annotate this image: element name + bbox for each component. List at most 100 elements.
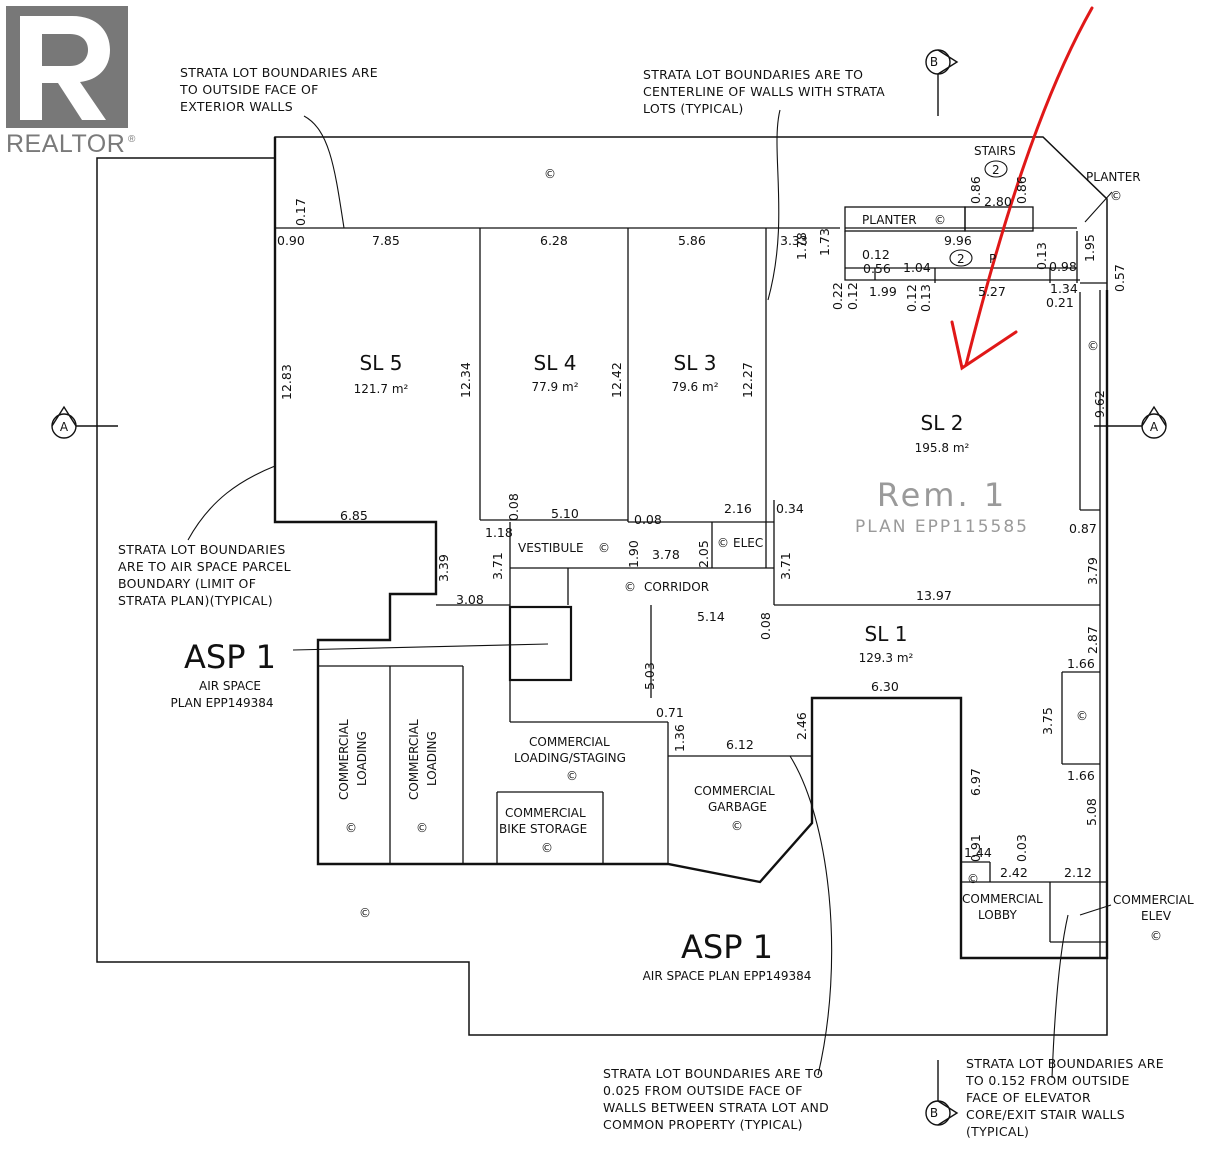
realtor-logo-text: REALTOR	[6, 130, 126, 158]
plan-label: 1.34	[1050, 281, 1078, 296]
vertical-dimension-label: 3.75	[1040, 707, 1055, 735]
plan-label: ELEC	[733, 536, 763, 550]
plan-label: 2.42	[1000, 865, 1028, 880]
plan-label: 5.27	[978, 284, 1006, 299]
plan-label: ©	[598, 541, 610, 555]
plan-line	[1051, 914, 1069, 1079]
plan-label: ASP 1	[681, 928, 773, 966]
vertical-dimension-label: 3.79	[1085, 557, 1100, 585]
vertical-dimension-label: 0.12	[904, 284, 919, 312]
plan-label: BOUNDARY (LIMIT OF	[118, 576, 256, 591]
plan-label: COMMERCIAL	[529, 735, 610, 749]
plan-label: 121.7 m²	[354, 382, 409, 396]
plan-label: ©	[566, 769, 578, 783]
plan-label: STAIRS	[974, 144, 1016, 158]
plan-label: 2	[992, 163, 1000, 177]
plan-label: CENTERLINE OF WALLS WITH STRATA	[643, 84, 885, 99]
red-annotation-arrow	[964, 6, 1094, 367]
plan-label: 0.90	[277, 233, 305, 248]
plan-line	[303, 115, 345, 229]
plan-label: 7.85	[372, 233, 400, 248]
plan-label: COMMERCIAL	[337, 719, 351, 800]
plan-label: STRATA LOT BOUNDARIES ARE	[966, 1056, 1164, 1071]
plan-label: 77.9 m²	[531, 380, 578, 394]
plan-label: A	[60, 420, 69, 434]
plan-label: ©	[934, 213, 946, 227]
plan-label: PLANTER	[1086, 170, 1141, 184]
vertical-dimension-label: 12.83	[279, 364, 294, 400]
vertical-dimension-label: 2.87	[1085, 626, 1100, 654]
plan-label: 6.85	[340, 508, 368, 523]
plan-line	[789, 755, 833, 1076]
plan-label: 6.12	[726, 737, 754, 752]
vertical-dimension-label: 0.91	[968, 834, 983, 862]
plan-label: 0.34	[776, 501, 804, 516]
vertical-dimension-label: 2.05	[696, 540, 711, 568]
vertical-dimension-label: 5.03	[642, 662, 657, 690]
vertical-dimension-label: 0.13	[1034, 242, 1049, 270]
plan-label: 129.3 m²	[859, 651, 914, 665]
plan-line	[20, 16, 110, 120]
plan-label: PLAN EPP149384	[170, 696, 273, 710]
plan-label: ARE TO AIR SPACE PARCEL	[118, 559, 291, 574]
plan-label: 13.97	[916, 588, 952, 603]
plan-label: ©	[624, 580, 636, 594]
vertical-dimension-label: 1.90	[626, 540, 641, 568]
vertical-dimension-label: 2.46	[794, 712, 809, 740]
plan-line	[949, 249, 973, 267]
plan-label: 1.18	[485, 525, 513, 540]
plan-label: 79.6 m²	[671, 380, 718, 394]
plan-label: COMMERCIAL	[962, 892, 1043, 906]
plan-label: B	[930, 55, 938, 69]
vertical-dimension-label: 0.03	[1014, 834, 1029, 862]
building-outline	[273, 137, 1109, 960]
plan-line	[292, 643, 549, 651]
plan-label: 195.8 m²	[915, 441, 970, 455]
vertical-dimension-label: 0.13	[918, 284, 933, 312]
plan-label: LOADING	[355, 731, 369, 786]
plan-label: STRATA LOT BOUNDARIES ARE	[180, 65, 378, 80]
plan-label: 0.87	[1069, 521, 1097, 536]
plan-label: TO 0.152 FROM OUTSIDE	[965, 1073, 1130, 1088]
plan-label: 2.16	[724, 501, 752, 516]
plan-label: ©	[1087, 339, 1099, 353]
plan-label: ©	[1150, 929, 1162, 943]
plan-label: (TYPICAL)	[966, 1124, 1029, 1139]
plan-label: COMMERCIAL	[1113, 893, 1194, 907]
plan-label: CORE/EXIT STAIR WALLS	[966, 1107, 1125, 1122]
plan-label: ©	[544, 167, 556, 181]
plan-label: TO OUTSIDE FACE OF	[179, 82, 319, 97]
plan-label: Rem. 1	[877, 476, 1007, 514]
plan-label: VESTIBULE	[518, 541, 584, 555]
plan-label: 6.30	[871, 679, 899, 694]
plan-label: 3.78	[652, 547, 680, 562]
plan-line	[51, 405, 77, 427]
plan-label: 3.08	[456, 592, 484, 607]
plan-label: 1.04	[903, 260, 931, 275]
plan-label: PLAN EPP115585	[855, 517, 1029, 537]
plan-label: P	[989, 252, 996, 266]
vertical-dimension-label: 3.39	[436, 554, 451, 582]
plan-label: SL 2	[921, 411, 964, 435]
plan-label: A	[1150, 420, 1159, 434]
plan-label: SL 5	[360, 351, 403, 375]
asp-1-shaft	[508, 605, 573, 682]
plan-label: 1.66	[1067, 656, 1095, 671]
plan-label: SL 3	[674, 351, 717, 375]
plan-label: ©	[967, 872, 979, 886]
plan-line	[187, 465, 276, 541]
vertical-dimension-label: 0.17	[293, 198, 308, 226]
vertical-dimension-label: 0.86	[968, 176, 983, 204]
plan-label: 0.21	[1046, 295, 1074, 310]
plan-label: ASP 1	[184, 638, 276, 676]
registered-mark: ®	[128, 134, 136, 145]
plan-label: 0.12	[862, 247, 890, 262]
plan-label: LOADING/STAGING	[514, 751, 626, 765]
vertical-dimension-label: 0.57	[1112, 264, 1127, 292]
plan-label: 2	[957, 252, 965, 266]
plan-label: 5.10	[551, 506, 579, 521]
plan-label: 0.98	[1049, 259, 1077, 274]
plan-line	[1084, 191, 1113, 223]
vertical-dimension-label: 5.08	[1084, 798, 1099, 826]
